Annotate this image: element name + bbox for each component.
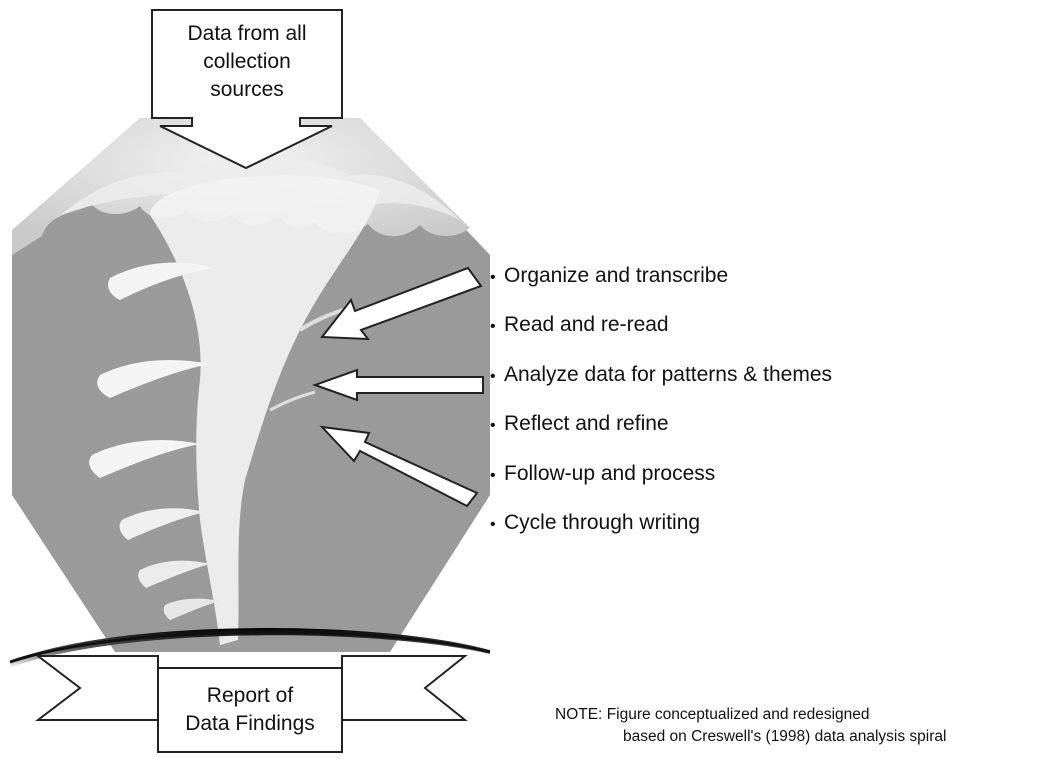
arrow-left-icon xyxy=(319,425,479,508)
step-list: • Organize and transcribe • Read and re-re… xyxy=(490,252,832,548)
input-line-2: collection xyxy=(203,50,291,73)
step-label: Organize and transcribe xyxy=(504,264,729,287)
arrow-left-icon xyxy=(312,368,484,402)
input-box-label: Data from all collection sources xyxy=(152,20,342,104)
bullet-icon: • xyxy=(490,466,496,484)
bullet-icon: • xyxy=(490,417,496,435)
bullet-icon: • xyxy=(490,367,496,385)
step-item: • Analyze data for patterns & themes xyxy=(490,351,832,400)
step-arrows xyxy=(312,266,484,508)
tornado-icon xyxy=(89,175,380,645)
output-line-2: Data Findings xyxy=(185,712,315,735)
step-item: • Cycle through writing xyxy=(490,499,832,548)
ribbon-banner-icon xyxy=(35,655,468,753)
step-label: Read and re-read xyxy=(504,313,669,337)
output-box-label: Report of Data Findings xyxy=(158,682,342,738)
step-item: • Reflect and refine xyxy=(490,400,832,449)
step-item: • Read and re-read xyxy=(490,301,832,350)
input-line-3: sources xyxy=(210,78,284,101)
input-line-1: Data from all xyxy=(187,22,307,45)
note-line-2: based on Creswell's (1998) data analysis… xyxy=(623,728,947,745)
arrow-down-icon xyxy=(151,9,343,170)
step-label: Analyze data for patterns & themes xyxy=(504,362,833,386)
bullet-icon: • xyxy=(490,516,496,534)
step-label: Cycle through writing xyxy=(504,511,701,535)
arrow-left-icon xyxy=(320,266,483,341)
step-label: Follow-up and process xyxy=(504,461,716,485)
step-label: Reflect and refine xyxy=(504,412,669,436)
bullet-icon: • xyxy=(490,269,496,286)
step-item: • Organize and transcribe xyxy=(490,252,832,301)
note-text: NOTE: Figure conceptualized and redesign… xyxy=(555,704,946,748)
output-line-1: Report of xyxy=(206,684,294,707)
bullet-icon: • xyxy=(490,318,496,336)
note-line-1: Figure conceptualized and redesigned xyxy=(606,706,870,723)
note-prefix: NOTE: xyxy=(555,706,603,723)
step-item: • Follow-up and process xyxy=(490,450,832,499)
